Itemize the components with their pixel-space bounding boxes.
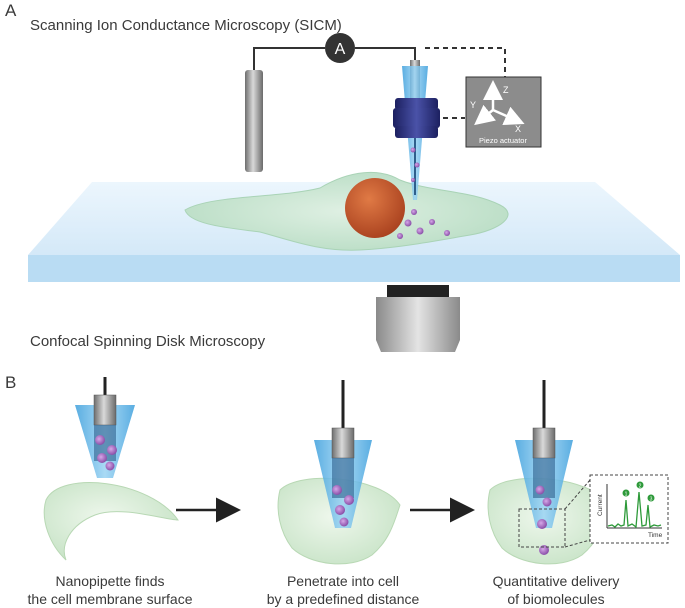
panel-a-title: Scanning Ion Conductance Microscopy (SIC… [30, 17, 342, 34]
pipette-holder [393, 98, 440, 138]
current-trace [607, 491, 662, 529]
inset-ylabel: Current [597, 494, 604, 516]
step2-caption-line2: by a predefined distance [267, 591, 420, 607]
piezo-label: Piezo actuator [479, 136, 527, 145]
confocal-label: Confocal Spinning Disk Microscopy [30, 333, 266, 350]
piezo-y-label: Y [470, 100, 476, 110]
current-trace-inset: Current Time 1 2 3 [589, 474, 669, 544]
microscope-objective [376, 285, 460, 352]
step3-caption-line2: of biomolecules [507, 591, 604, 607]
zoom-connector [564, 479, 591, 548]
peak-3-label: 3 [650, 497, 653, 503]
step2-pipette [314, 380, 372, 528]
inset-xlabel: Time [648, 532, 663, 539]
culture-dish-edge [28, 255, 680, 282]
ammeter: A [325, 33, 355, 63]
peak-2-label: 2 [639, 484, 642, 490]
piezo-connection-dashed [425, 47, 506, 119]
step2-caption-line1: Penetrate into cell [287, 573, 399, 589]
ammeter-label: A [335, 41, 346, 58]
piezo-actuator: Z Y X Piezo actuator [465, 76, 542, 148]
step1-caption-line1: Nanopipette finds [56, 573, 165, 589]
cell-nucleus [345, 178, 405, 238]
reference-electrode [245, 70, 263, 172]
step1-caption-line2: the cell membrane surface [28, 591, 193, 607]
released-biomolecules [397, 209, 450, 239]
piezo-x-label: X [515, 124, 521, 134]
zoom-box [518, 508, 566, 548]
panel-a-letter: A [5, 1, 17, 20]
step1-pipette [75, 377, 135, 478]
peak-1-label: 1 [625, 492, 628, 498]
panel-b-letter: B [5, 373, 16, 392]
step1-cell [43, 482, 179, 561]
circuit-wire [253, 47, 416, 70]
step3-pipette [515, 380, 573, 555]
piezo-z-label: Z [503, 85, 509, 95]
step3-caption-line1: Quantitative delivery [493, 573, 620, 589]
